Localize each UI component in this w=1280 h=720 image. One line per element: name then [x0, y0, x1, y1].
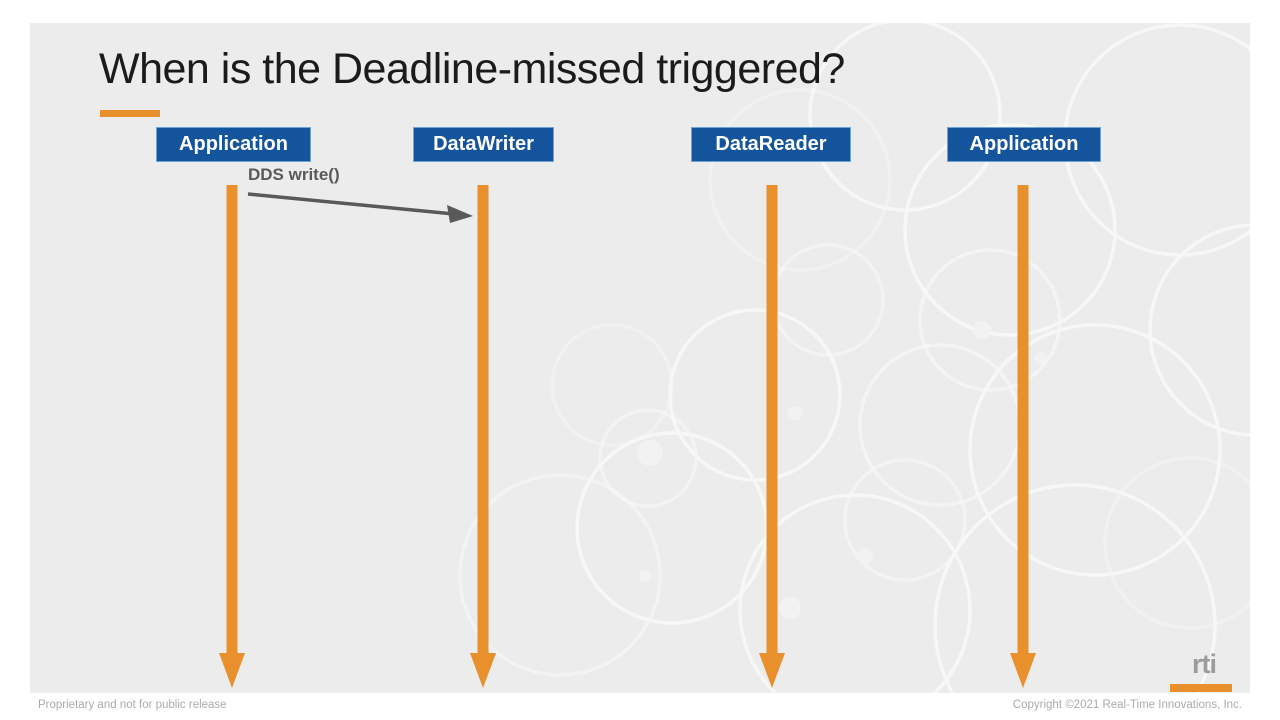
lifeline-label: DataWriter — [433, 133, 534, 155]
lifeline-header-datareader: DataReader — [691, 127, 851, 162]
dds-write-label: DDS write() — [248, 165, 340, 184]
copyright-note: Copyright ©2021 Real-Time Innovations, I… — [1012, 699, 1242, 711]
message-arrow-icon — [247, 192, 473, 223]
lifeline-label: Application — [179, 133, 288, 155]
lifeline-arrow-icon — [219, 185, 1036, 688]
lifeline-label: Application — [969, 133, 1079, 155]
slide-canvas: When is the Deadline-missed triggered? A… — [30, 23, 1250, 693]
rti-logo-underline — [1170, 684, 1232, 692]
lifeline-label: DataReader — [715, 133, 827, 155]
page-title: When is the Deadline-missed triggered? — [99, 45, 845, 93]
lifeline-header-datawriter: DataWriter — [413, 127, 554, 162]
lifeline-header-application-right: Application — [947, 127, 1101, 162]
circles-pattern-graphic — [219, 23, 1250, 693]
confidentiality-note: Proprietary and not for public release — [38, 699, 227, 711]
title-accent-underline — [100, 110, 160, 117]
lifeline-header-application-left: Application — [156, 127, 311, 162]
rti-logo: rti — [1192, 649, 1217, 679]
